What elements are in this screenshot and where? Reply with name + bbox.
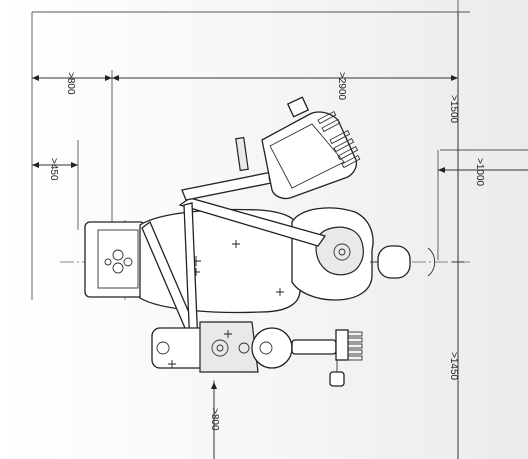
label-1000: >1000 (474, 158, 485, 187)
assistant-knob (156, 341, 170, 355)
dim-arrow-800-bottom (211, 382, 217, 389)
spittoon-drain (333, 243, 351, 261)
dimension-labels: >2900 >800 >450 >1500 >1000 >1450 >800 (48, 72, 485, 431)
tray-handle (235, 136, 249, 172)
assistant-foot-pedal (329, 371, 345, 387)
pedal-knob-2 (112, 262, 124, 274)
assistant-holder-center (259, 341, 273, 355)
label-800-bottom: >800 (209, 408, 220, 431)
tray-inner (269, 123, 345, 189)
spittoon-drain-core (338, 248, 346, 256)
assistant-unit (151, 321, 363, 387)
label-800-left: >800 (65, 72, 76, 95)
instrument-tray (261, 111, 358, 200)
dim-arrow-1000 (438, 167, 445, 173)
pedal-knob-1 (112, 249, 124, 261)
tray-instruments (317, 110, 361, 169)
assistant-joint (238, 342, 250, 354)
label-1500: >1500 (448, 95, 459, 124)
pedal-knob-3 (123, 257, 133, 267)
chair-headrest (377, 245, 411, 279)
label-1450: >1450 (448, 352, 459, 381)
spittoon-unit (315, 226, 364, 276)
dimension-lines (32, 12, 528, 459)
operating-lamp-arm (141, 202, 206, 358)
tray-arm-upper (181, 171, 277, 201)
dental-chair (84, 207, 436, 314)
spittoon-bowl (315, 226, 364, 276)
assistant-head (335, 329, 349, 361)
assistant-markers (168, 330, 232, 368)
label-450: >450 (48, 158, 59, 181)
tray-bracket (286, 96, 310, 118)
assistant-arm (291, 339, 337, 355)
assistant-pivot (211, 339, 229, 357)
assistant-instruments (347, 331, 363, 361)
headrest-arc (427, 247, 436, 277)
label-2900: >2900 (336, 72, 347, 101)
base-pedal-plate (97, 229, 139, 289)
assistant-pivot-core (216, 344, 224, 352)
pedal-knob-4 (104, 258, 112, 266)
instrument-tray-assembly (178, 96, 361, 247)
assistant-pivot-housing (199, 321, 259, 373)
